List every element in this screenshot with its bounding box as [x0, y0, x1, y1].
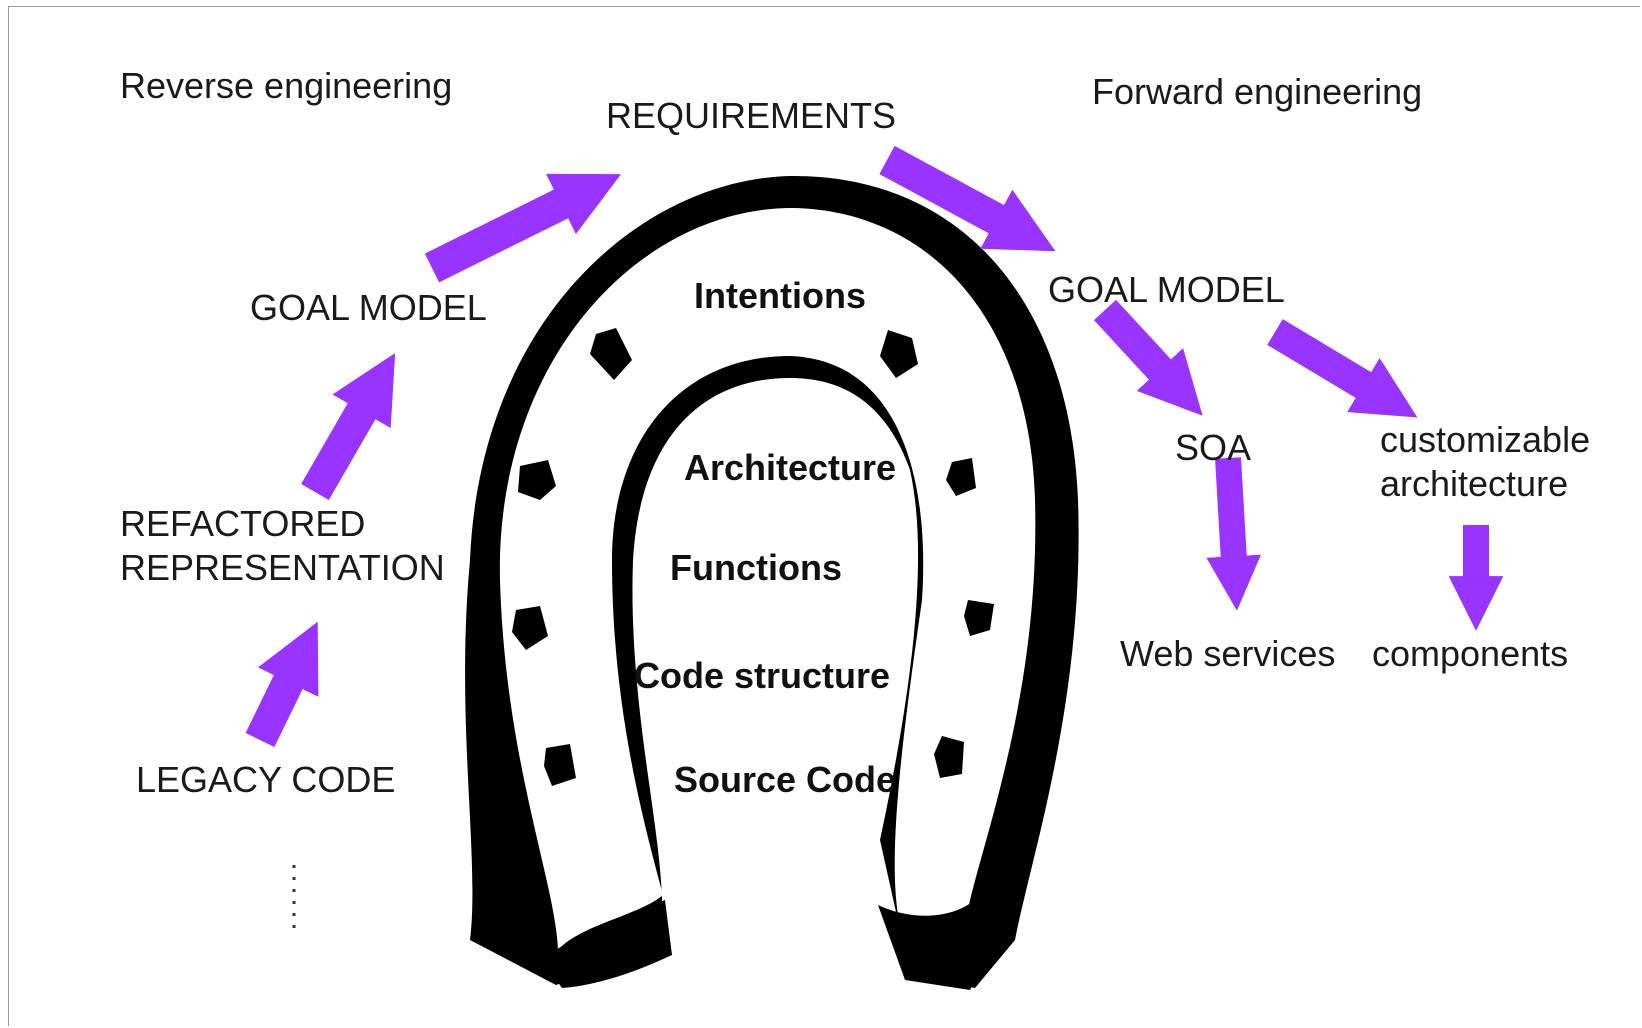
level-functions: Functions: [670, 547, 842, 588]
reverse-engineering-heading: Reverse engineering: [120, 65, 453, 106]
arrow-goal-to-soa: [1093, 299, 1203, 416]
components-node: components: [1372, 633, 1569, 674]
customizable-node-line2: architecture: [1380, 463, 1569, 504]
goal-model-right-node: GOAL MODEL: [1048, 269, 1285, 310]
soa-node: SOA: [1175, 427, 1252, 468]
horseshoe-icon: [465, 175, 1079, 990]
arrow-soa-to-webservices: [1206, 457, 1261, 611]
refactored-node-line1: REFACTORED: [120, 503, 366, 544]
requirements-node: REQUIREMENTS: [606, 95, 897, 136]
level-code-structure: Code structure: [634, 655, 891, 696]
customizable-node-line1: customizable: [1380, 419, 1591, 460]
refactored-node-line2: REPRESENTATION: [120, 547, 445, 588]
arrow-legacy-to-refactored: [245, 621, 319, 748]
forward-engineering-heading: Forward engineering: [1092, 71, 1423, 112]
arrow-goal-to-customizable: [1267, 319, 1418, 418]
arrow-goal-to-requirements: [424, 173, 622, 283]
level-source-code: Source Code: [674, 759, 897, 800]
arrow-refactored-to-goal: [301, 353, 396, 500]
arrow-requirements-to-goal: [879, 145, 1056, 252]
legacy-code-node: LEGACY CODE: [136, 759, 396, 800]
goal-model-left-node: GOAL MODEL: [250, 287, 487, 328]
diagram-frame: [8, 6, 1640, 1026]
level-intentions: Intentions: [694, 275, 866, 316]
level-architecture: Architecture: [684, 447, 897, 488]
web-services-node: Web services: [1120, 633, 1336, 674]
